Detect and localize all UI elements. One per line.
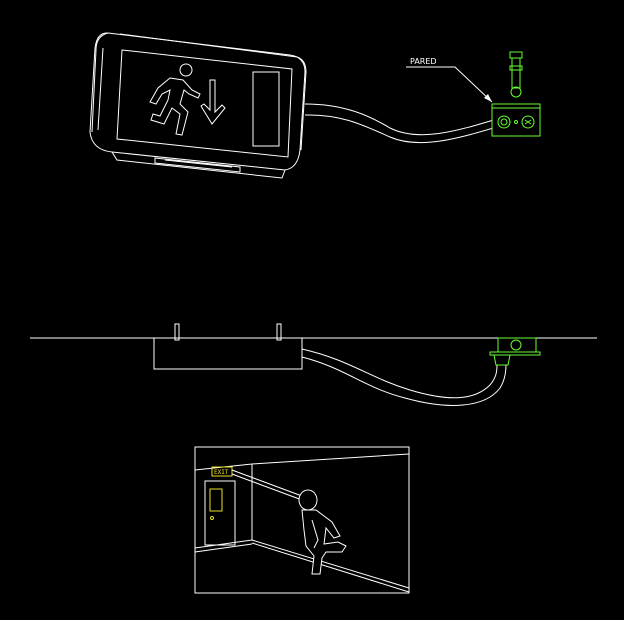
mount-rod-left [174,323,180,341]
corridor-frame [194,446,410,594]
corridor-sign-text: EXIT [214,469,229,476]
door [204,480,236,546]
junction-box [489,337,541,366]
wall-label: PARED [410,57,437,66]
elevation-cable [301,348,507,406]
corridor-running-figure [298,489,347,575]
corridor-view: EXIT [194,446,410,594]
down-arrow-icon [200,79,226,125]
wall-outlet [491,51,541,137]
exit-sign-housing [89,32,307,179]
sign-panel [252,71,280,147]
fixture-body [153,337,303,370]
running-man-icon [149,63,201,136]
elevation-view [30,323,597,406]
power-cable [304,103,501,144]
wall-label-leader: PARED [406,57,493,103]
perspective-view: PARED [89,32,541,179]
mount-rod-right [276,323,282,341]
corridor-exit-sign: EXIT [211,466,233,477]
